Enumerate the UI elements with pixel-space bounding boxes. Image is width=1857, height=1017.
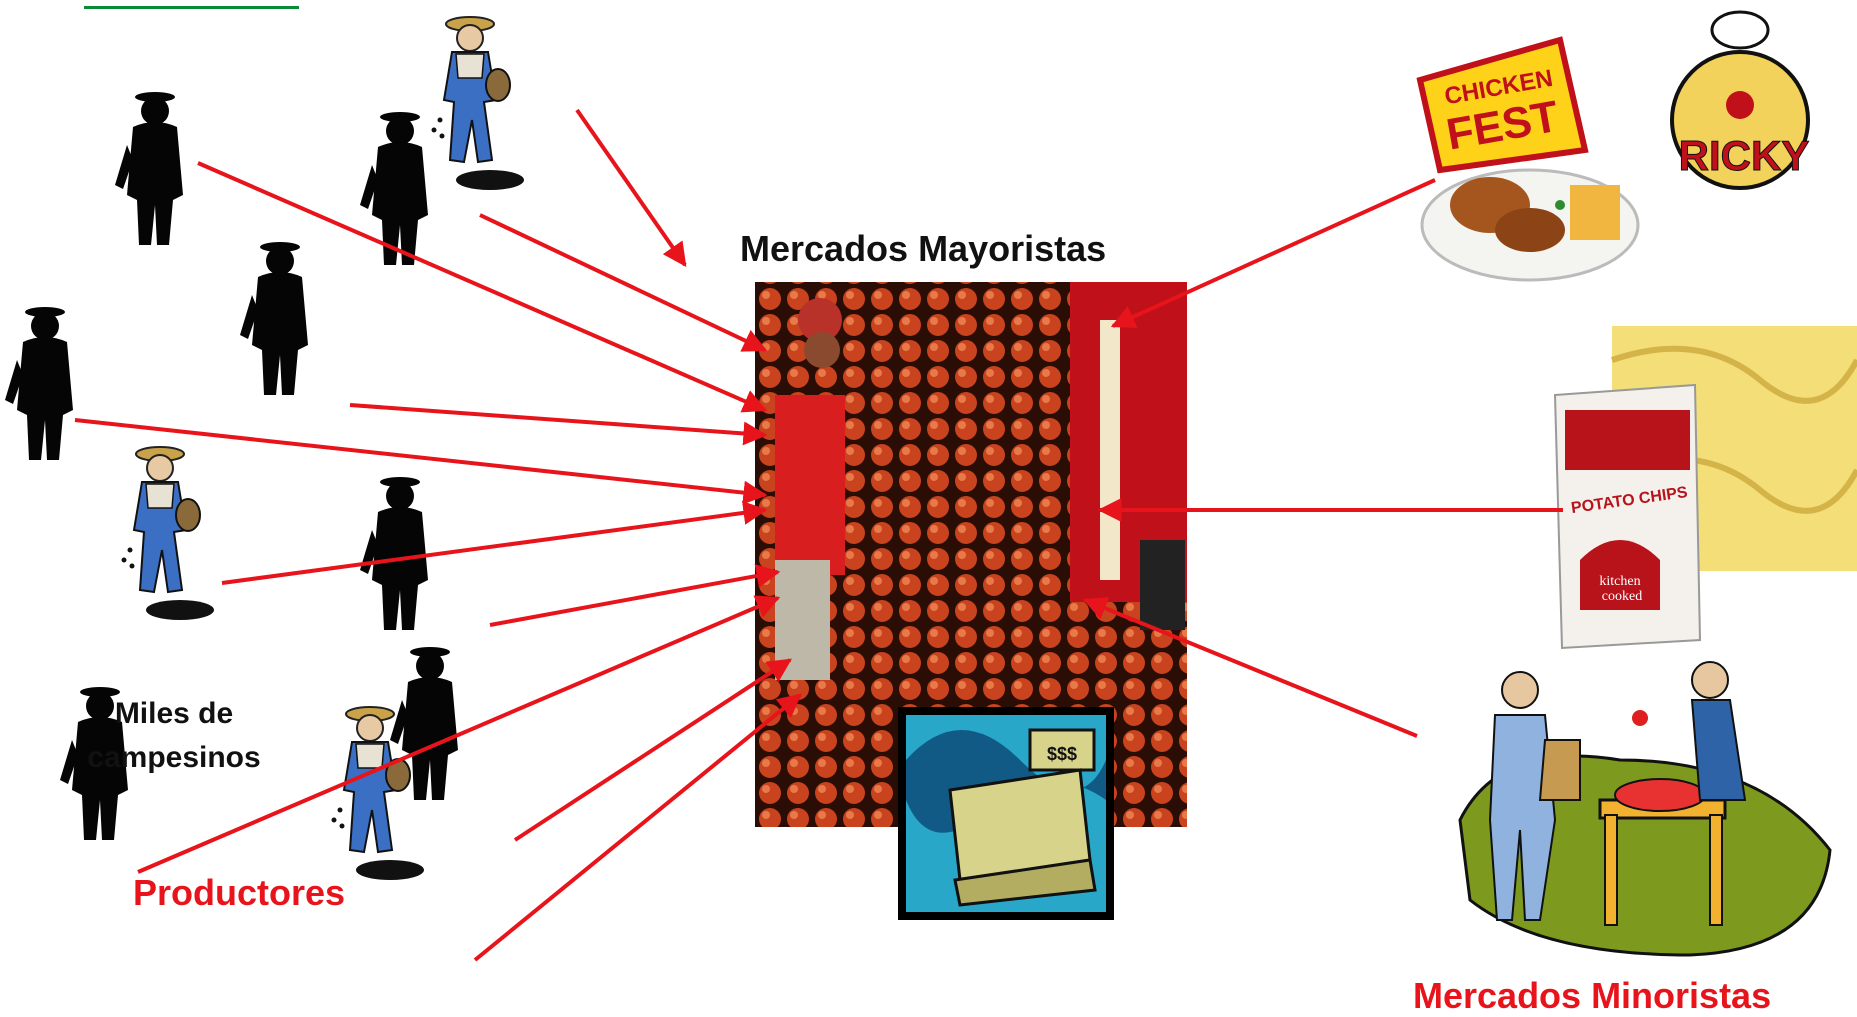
farmers-label: Miles de campesinos <box>87 697 261 774</box>
ricky-logo <box>1670 10 1810 190</box>
retail-market-illustration <box>1458 661 1832 957</box>
farmer-sowing-figure <box>120 446 215 621</box>
retail-market-title: Mercados Minoristas <box>1413 975 1772 1016</box>
farmer-sowing-figure <box>430 16 525 191</box>
producer-silhouette <box>115 92 183 245</box>
chips-sub1: kitchen <box>1599 574 1640 589</box>
flow-arrows <box>74 108 1563 962</box>
ricky-logo-text: RICKY <box>1679 132 1810 179</box>
chicken-fest-logo <box>1416 36 1589 174</box>
chicken-plate-image <box>1420 168 1640 282</box>
chips-sub2: cooked <box>1602 589 1642 604</box>
producer-silhouette <box>360 112 428 265</box>
wholesale-market-title: Mercados Mayoristas <box>740 228 1107 269</box>
producer-silhouette <box>360 477 428 630</box>
top-accent-line <box>84 0 299 9</box>
cash-register-icon <box>898 707 1114 920</box>
potato-chips-image <box>1553 326 1857 650</box>
producers-label: Productores <box>133 872 346 913</box>
producer-silhouette <box>5 307 73 460</box>
register-price-tag: $$$ <box>1047 744 1077 764</box>
producer-silhouette <box>240 242 308 395</box>
